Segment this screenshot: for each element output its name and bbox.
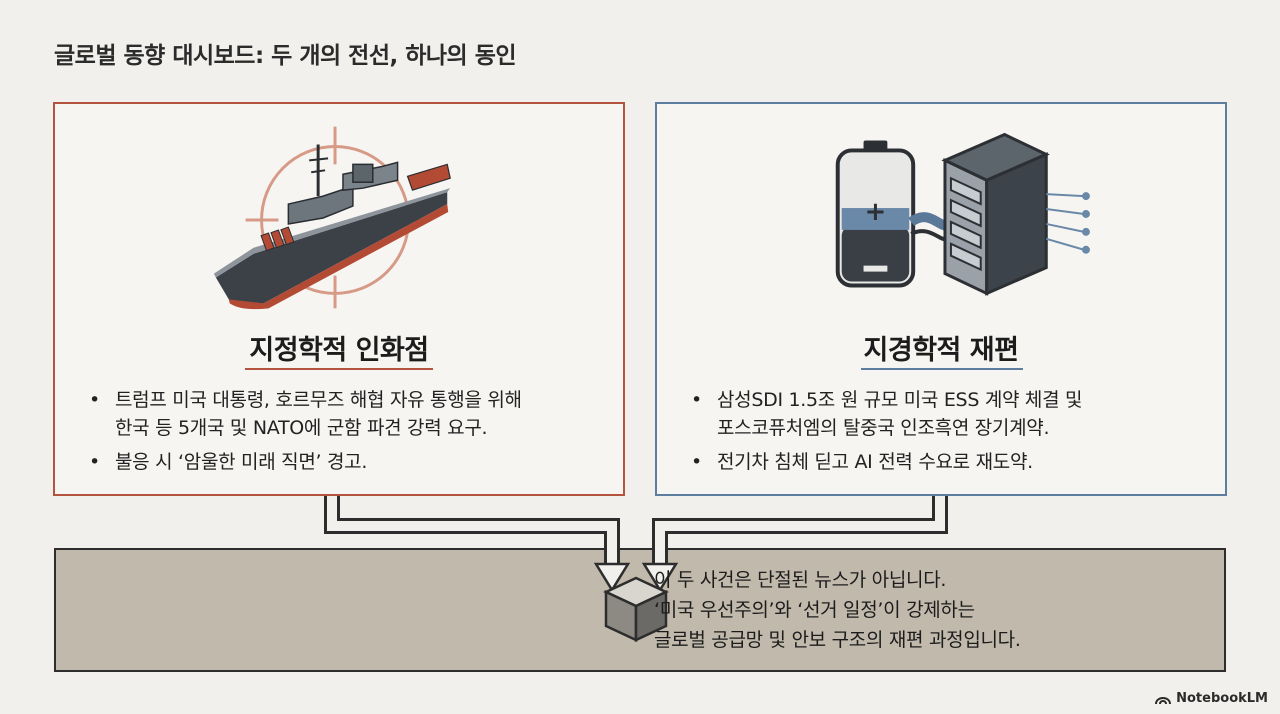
left-heading-underline <box>245 368 433 370</box>
bullet-line: 삼성SDI 1.5조 원 규모 미국 ESS 계약 체결 및 <box>717 389 1083 411</box>
bullet-icon: • <box>89 389 100 411</box>
bullet-icon: • <box>89 451 100 473</box>
conclusion-text: 이 두 사건은 단절된 뉴스가 아닙니다. ‘미국 우선주의’와 ‘선거 일정’… <box>654 565 1214 655</box>
right-panel-heading: 지경학적 재편 <box>863 335 1019 366</box>
bullet-line: 전기차 침체 딛고 AI 전력 수요로 재도약. <box>717 451 1033 473</box>
page-title: 글로벌 동향 대시보드: 두 개의 전선, 하나의 동인 <box>54 43 517 69</box>
left-bullet-list: • 트럼프 미국 대통령, 호르무즈 해협 자유 통행을 위해 한국 등 5개국… <box>85 386 603 482</box>
notebooklm-logo-icon <box>1155 696 1172 704</box>
conclusion-line: 이 두 사건은 단절된 뉴스가 아닙니다. <box>654 569 947 591</box>
geopolitical-panel: 지정학적 인화점 • 트럼프 미국 대통령, 호르무즈 해협 자유 통행을 위해… <box>53 102 625 496</box>
bullet-icon: • <box>691 389 702 411</box>
list-item: • 트럼프 미국 대통령, 호르무즈 해협 자유 통행을 위해 한국 등 5개국… <box>85 386 603 442</box>
bullet-line: 포스코퓨처엠의 탈중국 인조흑연 장기계약. <box>717 417 1050 439</box>
conclusion-line: 글로벌 공급망 및 안보 구조의 재편 과정입니다. <box>654 629 1021 651</box>
list-item: • 삼성SDI 1.5조 원 규모 미국 ESS 계약 체결 및 포스코퓨처엠의… <box>687 386 1205 442</box>
warship-crosshair-icon <box>213 126 451 310</box>
list-item: • 불응 시 ‘암울한 미래 직면’ 경고. <box>85 448 603 476</box>
notebooklm-watermark: NotebookLM <box>1155 691 1268 706</box>
bullet-line: 한국 등 5개국 및 NATO에 군함 파견 강력 요구. <box>115 417 488 439</box>
bullet-line: 트럼프 미국 대통령, 호르무즈 해협 자유 통행을 위해 <box>115 389 522 411</box>
list-item: • 전기차 침체 딛고 AI 전력 수요로 재도약. <box>687 448 1205 476</box>
watermark-text: NotebookLM <box>1176 691 1268 706</box>
bullet-icon: • <box>691 451 702 473</box>
svg-text:+: + <box>865 197 887 227</box>
battery-server-icon: + <box>835 132 1090 296</box>
bullet-line: 불응 시 ‘암울한 미래 직면’ 경고. <box>115 451 368 473</box>
right-bullet-list: • 삼성SDI 1.5조 원 규모 미국 ESS 계약 체결 및 포스코퓨처엠의… <box>687 386 1205 482</box>
geoeconomic-panel: + 지경학적 재편 • 삼성SDI 1.5조 원 규모 미국 ESS 계약 체결… <box>655 102 1227 496</box>
conclusion-line: ‘미국 우선주의’와 ‘선거 일정’이 강제하는 <box>654 599 975 621</box>
left-panel-heading: 지정학적 인화점 <box>249 335 429 366</box>
right-heading-underline <box>861 368 1023 370</box>
